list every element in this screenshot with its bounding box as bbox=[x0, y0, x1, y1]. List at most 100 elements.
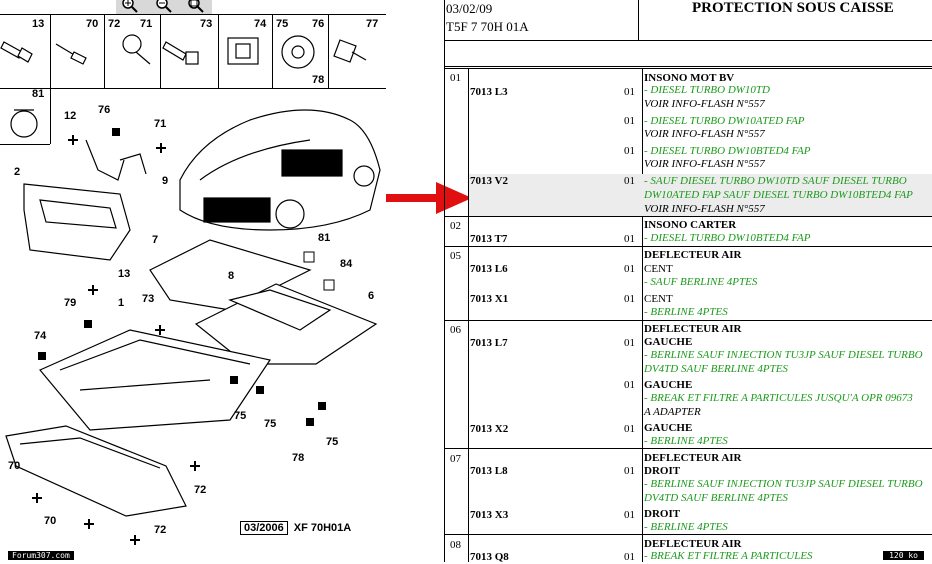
part-ref[interactable]: 7013 L7 bbox=[470, 337, 508, 349]
forum-watermark: Forum307.com bbox=[8, 551, 74, 560]
part-label: 75 bbox=[276, 18, 289, 30]
part-qty: 01 bbox=[624, 551, 635, 563]
stamp-date: 03/2006 bbox=[240, 521, 288, 535]
table-border bbox=[444, 40, 932, 41]
row-num: 02 bbox=[450, 220, 461, 232]
row-num: 07 bbox=[450, 453, 461, 465]
strip-divider bbox=[50, 88, 51, 144]
callout-label: 73 bbox=[142, 293, 155, 305]
row-num: 06 bbox=[450, 324, 461, 336]
part-label: 81 bbox=[32, 88, 45, 100]
part-ref[interactable]: 7013 X3 bbox=[470, 509, 509, 521]
part-note: - SAUF DIESEL TURBO DW10TD SAUF DIESEL T… bbox=[644, 175, 907, 187]
part-ref[interactable]: 7013 T7 bbox=[470, 233, 508, 245]
callout-label: 6 bbox=[368, 290, 375, 302]
callout-label: 12 bbox=[64, 110, 77, 122]
callout-label: 75 bbox=[264, 418, 277, 430]
row-num: 08 bbox=[450, 539, 461, 551]
callout-label: 2 bbox=[14, 166, 21, 178]
part-title: DEFLECTEUR AIR bbox=[644, 323, 742, 335]
callout-label: 76 bbox=[98, 104, 111, 116]
callout-label: 71 bbox=[154, 118, 167, 130]
part-label: 74 bbox=[254, 18, 267, 30]
strip-divider bbox=[104, 14, 105, 88]
part-note: VOIR INFO-FLASH N°557 bbox=[644, 203, 765, 215]
callout-label: 70 bbox=[8, 460, 21, 472]
part-label: 78 bbox=[312, 74, 325, 86]
part-ref[interactable]: 7013 X1 bbox=[470, 293, 509, 305]
callout-label: 75 bbox=[326, 436, 339, 448]
part-ref[interactable]: 7013 L6 bbox=[470, 263, 508, 275]
part-ref[interactable]: 7013 V2 bbox=[470, 175, 508, 187]
part-title: DEFLECTEUR AIR bbox=[644, 538, 742, 550]
header-ref: T5F 7 70H 01A bbox=[446, 19, 529, 34]
part-label: 73 bbox=[200, 18, 213, 30]
part-note: DV4TD SAUF BERLINE 4PTES bbox=[644, 492, 788, 504]
part-note: CENT bbox=[644, 263, 673, 275]
part-note: - BERLINE 4PTES bbox=[644, 521, 728, 533]
part-qty: 01 bbox=[624, 423, 635, 435]
table-border bbox=[444, 68, 932, 69]
zoom-fit-icon[interactable] bbox=[188, 0, 204, 13]
callout-label: 72 bbox=[194, 484, 207, 496]
part-title: INSONO MOT BV bbox=[644, 72, 735, 84]
callout-label: 8 bbox=[228, 270, 235, 282]
strip-divider bbox=[50, 14, 51, 88]
table-border bbox=[444, 66, 932, 67]
part-ref[interactable]: 7013 L8 bbox=[470, 465, 508, 477]
parts-diagram: 13 70 72 71 73 74 75 76 78 77 81 bbox=[0, 0, 386, 562]
part-title: DEFLECTEUR AIR bbox=[644, 249, 742, 261]
part-qty: 01 bbox=[624, 175, 635, 187]
strip-divider bbox=[160, 14, 161, 88]
zoom-out-icon[interactable] bbox=[156, 0, 172, 13]
part-ref[interactable]: 7013 X2 bbox=[470, 423, 509, 435]
part-note: - BREAK ET FILTRE A PARTICULES JUSQU'A O… bbox=[644, 392, 913, 404]
row-separator bbox=[444, 534, 932, 535]
part-note: VOIR INFO-FLASH N°557 bbox=[644, 128, 765, 140]
part-qty: 01 bbox=[624, 115, 635, 127]
strip-divider bbox=[272, 14, 273, 88]
part-note: - BERLINE 4PTES bbox=[644, 435, 728, 447]
part-note: - BERLINE SAUF INJECTION TU3JP SAUF DIES… bbox=[644, 478, 923, 490]
exploded-view-drawing bbox=[0, 34, 381, 545]
part-ref[interactable]: 7013 Q8 bbox=[470, 551, 509, 563]
diagram-stamp: 03/2006 XF 70H01A bbox=[240, 521, 352, 535]
row-num: 01 bbox=[450, 72, 461, 84]
part-note: DV4TD SAUF BERLINE 4PTES bbox=[644, 363, 788, 375]
stamp-ref: XF 70H01A bbox=[293, 522, 352, 534]
callout-label: 79 bbox=[64, 297, 77, 309]
zoom-toolbar bbox=[116, 0, 212, 14]
row-separator bbox=[444, 246, 932, 247]
part-label: 13 bbox=[32, 18, 45, 30]
callout-label: 70 bbox=[44, 515, 57, 527]
part-note: - DIESEL TURBO DW10TD bbox=[644, 84, 770, 96]
part-note: GAUCHE bbox=[644, 379, 693, 391]
part-title: INSONO CARTER bbox=[644, 219, 737, 231]
callout-label: 7 bbox=[152, 234, 159, 246]
part-qty: 01 bbox=[624, 509, 635, 521]
table-border bbox=[444, 0, 445, 562]
part-label: 70 bbox=[86, 18, 99, 30]
zoom-in-icon[interactable] bbox=[122, 0, 138, 13]
strip-divider bbox=[218, 14, 219, 88]
row-separator bbox=[444, 320, 932, 321]
part-note: VOIR INFO-FLASH N°557 bbox=[644, 158, 765, 170]
part-ref[interactable]: 7013 L3 bbox=[470, 86, 508, 98]
part-qty: 01 bbox=[624, 145, 635, 157]
callout-label: 9 bbox=[162, 175, 169, 187]
part-qty: 01 bbox=[624, 293, 635, 305]
callout-label: 1 bbox=[118, 297, 125, 309]
part-note: - DIESEL TURBO DW10BTED4 FAP bbox=[644, 145, 811, 157]
highlight-row bbox=[469, 174, 932, 216]
part-note: - SAUF BERLINE 4PTES bbox=[644, 276, 758, 288]
part-note: DROIT bbox=[644, 508, 681, 520]
part-note: - BERLINE SAUF INJECTION TU3JP SAUF DIES… bbox=[644, 349, 923, 361]
red-arrow-icon bbox=[386, 182, 472, 214]
part-note: DROIT bbox=[644, 465, 681, 477]
callout-label: 72 bbox=[154, 524, 167, 536]
file-size-badge: 120 ko bbox=[883, 551, 924, 560]
strip-border bbox=[0, 88, 386, 89]
part-note: - DIESEL TURBO DW10ATED FAP bbox=[644, 115, 805, 127]
row-num: 05 bbox=[450, 250, 461, 262]
callout-label: 84 bbox=[340, 258, 353, 270]
